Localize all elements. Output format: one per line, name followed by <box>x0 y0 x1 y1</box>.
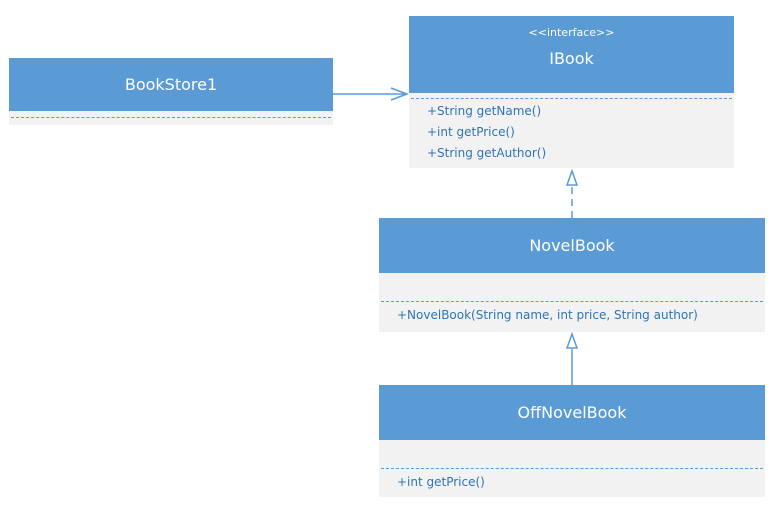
class-offnovelbook-header: OffNovelBook <box>379 385 765 440</box>
association-arrowhead <box>390 87 410 101</box>
class-bookstore1[interactable]: BookStore1 <box>9 58 333 125</box>
class-ibook-header: <<interface>> IBook <box>409 16 734 93</box>
class-name: BookStore1 <box>124 75 218 94</box>
operations-list: +NovelBook(String name, int price, Strin… <box>379 302 765 326</box>
operation: +int getPrice() <box>397 475 485 489</box>
section-divider <box>381 468 763 469</box>
section-divider <box>381 301 763 302</box>
operations-list: +int getPrice() <box>379 469 765 493</box>
class-name: NovelBook <box>529 236 615 255</box>
realization-arrowhead <box>565 168 579 186</box>
class-novelbook[interactable]: NovelBook +NovelBook(String name, int pr… <box>379 218 765 332</box>
operation: +String getAuthor() <box>427 146 547 160</box>
class-ibook[interactable]: <<interface>> IBook +String getName() +i… <box>409 16 734 168</box>
class-offnovelbook[interactable]: OffNovelBook +int getPrice() <box>379 385 765 497</box>
operation: +NovelBook(String name, int price, Strin… <box>397 308 698 322</box>
operations-list: +String getName() +int getPrice() +Strin… <box>409 99 734 164</box>
stereotype-label: <<interface>> <box>528 26 615 39</box>
class-bookstore1-header: BookStore1 <box>9 58 333 111</box>
section-divider <box>11 117 331 118</box>
operation: +String getName() <box>427 104 542 118</box>
generalization-arrowhead <box>565 331 579 349</box>
section-divider <box>411 98 732 99</box>
class-novelbook-header: NovelBook <box>379 218 765 273</box>
class-name: IBook <box>549 49 594 68</box>
operation: +int getPrice() <box>427 125 515 139</box>
class-name: OffNovelBook <box>517 403 627 422</box>
